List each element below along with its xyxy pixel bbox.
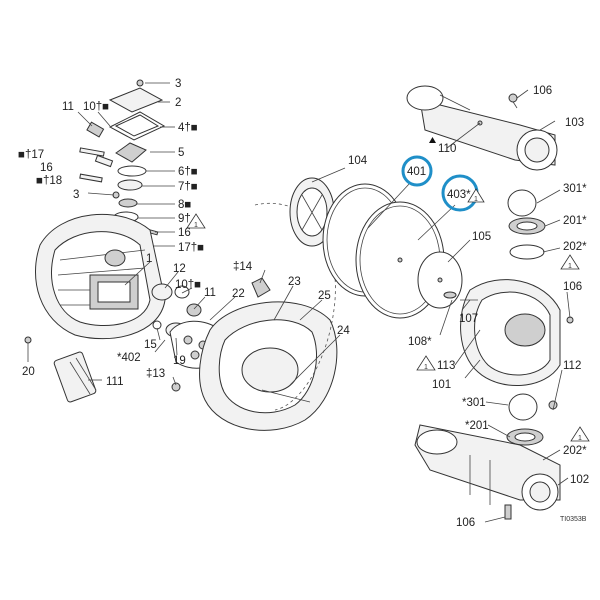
callout-12: 12 (173, 263, 186, 275)
fluid-cover-right (460, 279, 561, 387)
callout-101: 101 (432, 379, 451, 391)
callout-16a: 16 (40, 162, 53, 174)
svg-text:1: 1 (474, 196, 478, 203)
callout-labels: 3 2 11 10†■ 4†■ 5 ■†17 16 6†■ ■†18 7†■ 3… (18, 78, 589, 529)
callout-15: 15 (144, 339, 157, 351)
callout-17a: ■†17 (18, 149, 44, 161)
callout-104: 104 (348, 155, 368, 167)
callout-23: 23 (288, 276, 301, 288)
callout-106a: 106 (533, 85, 552, 97)
callout-17b: 17†■ (178, 242, 204, 254)
callout-9: 9† (178, 213, 191, 225)
warning-triangle-202b: 1 (570, 426, 590, 442)
svg-text:1: 1 (424, 364, 428, 371)
outlet-manifold-top (406, 85, 558, 171)
callout-401: 401 (407, 166, 426, 178)
callout-106c: 106 (456, 517, 475, 529)
callout-403: 403* (447, 189, 471, 201)
callout-16b: 16 (178, 227, 191, 239)
callout-102: 102 (570, 474, 589, 486)
filled-triangle-110 (429, 137, 436, 143)
callout-14: ‡14 (233, 261, 253, 273)
inlet-manifold-bottom (414, 424, 561, 520)
callout-10b: 10†■ (175, 279, 201, 291)
callout-8: 8■ (178, 199, 191, 211)
callout-5: 5 (178, 147, 184, 159)
highlight-circle-401 (401, 155, 433, 187)
callout-103: 103 (565, 117, 584, 129)
callout-19: 19 (173, 355, 186, 367)
callout-202a: 202* (563, 241, 587, 253)
svg-text:1: 1 (194, 222, 198, 229)
callout-106b: 106 (563, 281, 582, 293)
check-valve-upper (507, 189, 574, 324)
callout-111: 111 (106, 376, 123, 388)
callout-13: ‡13 (146, 368, 165, 380)
callout-402: *402 (117, 352, 141, 364)
leader-lines-right (311, 89, 571, 523)
warning-triangle-202a: 1 (560, 254, 580, 270)
warning-triangle-9: 1 (186, 213, 206, 229)
callout-301a: 301* (563, 183, 587, 195)
callout-301b: *301 (462, 397, 486, 409)
right-small-parts (443, 291, 478, 301)
callout-2: 2 (175, 97, 181, 109)
callout-113: 113 (437, 360, 455, 372)
callout-1: 1 (146, 253, 152, 265)
callout-4: 4†■ (178, 122, 198, 134)
callout-20: 20 (22, 366, 35, 378)
callout-25: 25 (318, 290, 331, 302)
leader-lines-middle (27, 261, 341, 386)
callout-18: ■†18 (36, 175, 62, 187)
callout-105: 105 (472, 231, 491, 243)
warning-triangle-113: 1 (416, 355, 436, 371)
diaphragm-plate-105 (417, 251, 463, 309)
callout-110: 110 (438, 143, 456, 155)
drawing-number: TI0353B (560, 516, 587, 523)
callout-3a: 3 (175, 78, 181, 90)
callout-6: 6†■ (178, 166, 198, 178)
callout-201b: *201 (465, 420, 489, 432)
warning-triangle-403: 1 (467, 188, 485, 203)
callout-7: 7†■ (178, 181, 198, 193)
callout-112: 112 (563, 360, 581, 372)
callout-107: 107 (459, 313, 478, 325)
center-plate (199, 301, 338, 431)
leader-lines-left (77, 82, 175, 247)
callout-108: 108* (408, 336, 432, 348)
callout-10a: 10†■ (83, 101, 109, 113)
callout-24: 24 (337, 325, 350, 337)
callout-22: 22 (232, 288, 245, 300)
air-cover-left (35, 213, 166, 340)
svg-text:1: 1 (568, 263, 572, 270)
callout-3b: 3 (73, 189, 79, 201)
callout-11a: 11 (62, 101, 74, 113)
callout-202b: 202* (563, 445, 587, 457)
callout-201a: 201* (563, 215, 587, 227)
diaphragm-plate-104 (289, 177, 335, 247)
svg-text:1: 1 (578, 435, 582, 442)
callout-11b: 11 (204, 287, 216, 299)
